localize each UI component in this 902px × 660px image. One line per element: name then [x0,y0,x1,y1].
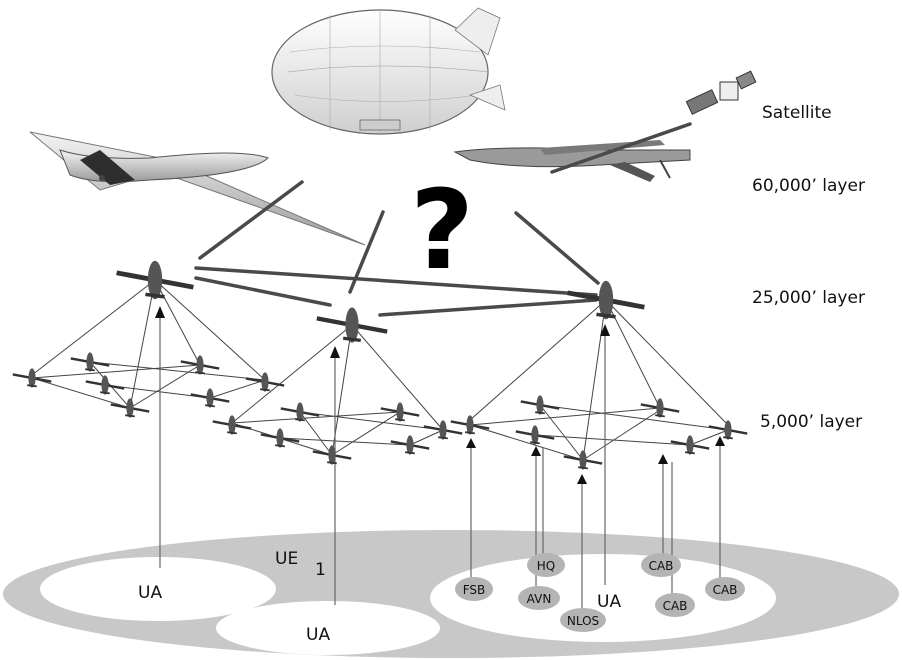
uav-25k-left [117,261,194,299]
ua-left-label: UA [138,583,162,603]
node-cab-mid: CAB [655,593,695,617]
ue-subscript: 1 [315,560,326,580]
swarm-uavs [11,351,749,471]
svg-text:CAB: CAB [649,559,674,573]
upper-links [194,122,692,317]
ua-bottom-label: UA [306,625,330,645]
svg-text:FSB: FSB [463,583,486,597]
node-hq: HQ [527,553,565,577]
node-fsb: FSB [455,577,493,601]
ua-area-bottom [216,601,440,655]
satellite-label: Satellite [762,103,832,123]
svg-text:NLOS: NLOS [567,614,599,628]
node-avn: AVN [518,586,560,610]
airship-icon [271,7,506,135]
layer-60k-label: 60,000’ layer [752,176,865,196]
svg-text:CAB: CAB [663,599,688,613]
uav-25k-middle [317,307,387,342]
ground-uplinks [159,312,721,608]
svg-text:CAB: CAB [713,583,738,597]
ua-area-right [430,554,776,642]
satellite-icon [685,70,757,115]
svg-text:HQ: HQ [537,559,555,573]
global-hawk-icon [29,131,366,246]
swarm-links [31,279,729,461]
svg-text:AVN: AVN [527,592,552,606]
layer-5k-label: 5,000’ layer [760,412,862,432]
ue-label: UE [275,549,298,569]
layer-25k-label: 25,000’ layer [752,288,865,308]
uplink-arrows [155,306,725,484]
question-mark: ? [410,166,474,294]
ua-area-left [40,557,276,621]
node-cab-top: CAB [641,553,681,577]
node-cab-right: CAB [705,577,745,601]
predator-drone-icon [453,140,691,182]
node-nlos: NLOS [560,608,606,632]
ua-right-label: UA [597,592,621,612]
